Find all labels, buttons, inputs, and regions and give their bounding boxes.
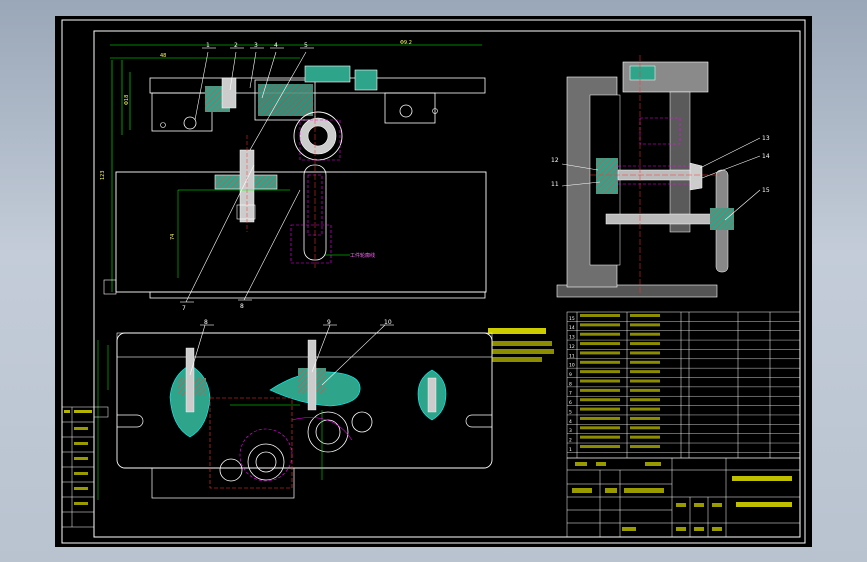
dim-top-text: Φ9.2 bbox=[400, 40, 412, 46]
parts-row-code bbox=[580, 332, 620, 336]
parts-row-code bbox=[580, 388, 620, 392]
parts-row-number: 8 bbox=[569, 381, 572, 387]
parts-row-code bbox=[580, 314, 620, 317]
parts-row-code bbox=[580, 323, 620, 327]
inner-border bbox=[93, 30, 801, 538]
parts-row-number: 7 bbox=[569, 391, 572, 397]
parts-row-name bbox=[630, 332, 660, 336]
sheet-background bbox=[55, 16, 812, 547]
left-revision-table bbox=[61, 406, 109, 528]
front-balloon: 1 bbox=[206, 42, 210, 49]
parts-row-name bbox=[630, 388, 660, 392]
parts-row-code bbox=[580, 435, 620, 439]
front-balloon: 2 bbox=[234, 42, 238, 49]
tech-notes bbox=[488, 328, 554, 362]
side-balloon: 15 bbox=[762, 187, 770, 194]
profile-note: 工件轮廓线 bbox=[350, 252, 375, 259]
parts-row-code bbox=[580, 379, 620, 383]
front-balloon: 7 bbox=[182, 305, 186, 312]
parts-row-number: 6 bbox=[569, 400, 572, 406]
side-balloon: 14 bbox=[762, 153, 770, 160]
front-view: Φ9.2 48 123 Φ18 bbox=[100, 40, 487, 312]
parts-row-code bbox=[580, 370, 620, 374]
parts-row-code bbox=[580, 416, 620, 420]
side-balloon: 12 bbox=[551, 157, 559, 164]
parts-row-name bbox=[630, 323, 660, 327]
dim-left-text: 48 bbox=[160, 53, 166, 59]
parts-row-code bbox=[580, 445, 620, 449]
top-view: 8 9 10 bbox=[97, 319, 493, 500]
front-balloon: 5 bbox=[304, 42, 308, 49]
parts-row-number: 12 bbox=[569, 344, 575, 350]
parts-row-name bbox=[630, 398, 660, 402]
parts-row-name bbox=[630, 435, 660, 439]
outer-border bbox=[61, 19, 806, 544]
parts-row-name bbox=[630, 407, 660, 411]
title-block-fill bbox=[572, 462, 792, 531]
parts-row-name bbox=[630, 351, 660, 355]
parts-row-number: 15 bbox=[569, 316, 575, 322]
parts-row-number: 3 bbox=[569, 428, 572, 434]
side-balloon: 11 bbox=[551, 181, 559, 188]
parts-row-name bbox=[630, 445, 660, 449]
parts-row-name bbox=[630, 370, 660, 374]
title-block bbox=[566, 457, 801, 538]
parts-row-number: 10 bbox=[569, 363, 575, 369]
parts-row-number: 13 bbox=[569, 335, 575, 341]
parts-row-name bbox=[630, 314, 660, 317]
front-balloon: 3 bbox=[254, 42, 258, 49]
side-balloon: 13 bbox=[762, 135, 770, 142]
front-balloon: 4 bbox=[274, 42, 278, 49]
parts-row-name bbox=[630, 426, 660, 430]
parts-rows: 15 14 13 12 11 10 9 8 7 6 5 4 3 2 1 bbox=[567, 314, 800, 453]
svg-text:Φ18: Φ18 bbox=[124, 95, 130, 105]
parts-row-number: 2 bbox=[569, 438, 572, 444]
parts-row-number: 5 bbox=[569, 409, 572, 415]
front-balloon: 8 bbox=[240, 303, 244, 310]
parts-row-code bbox=[580, 398, 620, 402]
svg-text:123: 123 bbox=[100, 170, 106, 180]
parts-row-number: 9 bbox=[569, 372, 572, 378]
side-view: 12 11 13 14 15 bbox=[551, 55, 770, 298]
parts-row-number: 4 bbox=[569, 419, 572, 425]
parts-row-number: 14 bbox=[569, 325, 575, 331]
top-balloon: 8 bbox=[204, 319, 208, 326]
top-balloon: 10 bbox=[384, 319, 392, 326]
parts-row-code bbox=[580, 360, 620, 364]
parts-row-code bbox=[580, 426, 620, 430]
parts-row-code bbox=[580, 342, 620, 346]
svg-text:74: 74 bbox=[170, 234, 176, 240]
parts-row-number: 1 bbox=[569, 447, 572, 453]
parts-row-name bbox=[630, 360, 660, 364]
left-table-fill bbox=[64, 410, 92, 505]
parts-row-code bbox=[580, 407, 620, 411]
parts-row-name bbox=[630, 342, 660, 346]
parts-row-name bbox=[630, 379, 660, 383]
parts-row-name bbox=[630, 416, 660, 420]
parts-row-code bbox=[580, 351, 620, 355]
top-balloon: 9 bbox=[327, 319, 331, 326]
parts-row-number: 11 bbox=[569, 353, 575, 359]
